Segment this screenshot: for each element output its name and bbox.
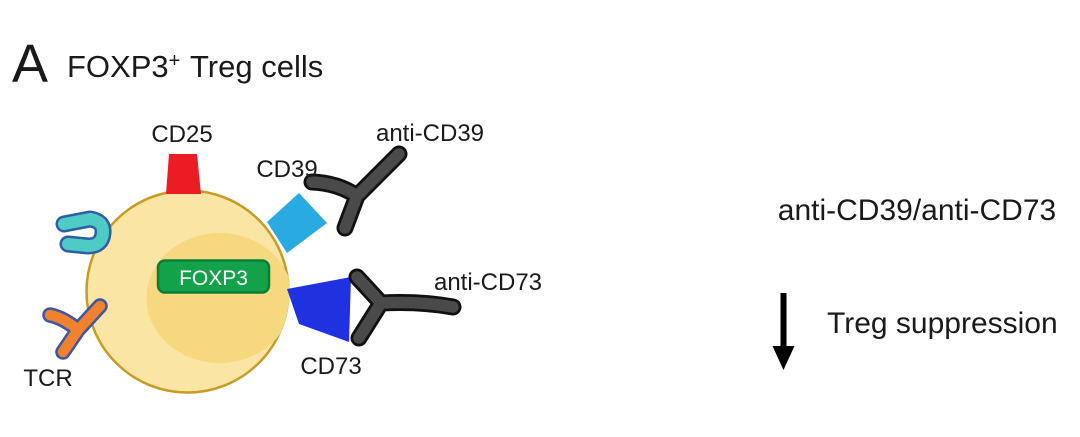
- cd25-label: CD25: [151, 121, 212, 148]
- anti-cd73-antibody: [348, 268, 462, 347]
- foxp3-label: FOXP3: [179, 267, 248, 290]
- foxp3-box: [156, 259, 271, 294]
- tcr-receptor: [42, 298, 108, 360]
- teal-receptor: [55, 210, 112, 255]
- anti-cd39-label: anti-CD39: [376, 120, 484, 147]
- figure-title: FOXP3+ Treg cells: [67, 49, 323, 84]
- cd73-marker: [287, 277, 351, 342]
- panel-label: A: [12, 34, 48, 94]
- anti-cd39-antibody: [303, 145, 408, 237]
- figure-title-rest: Treg cells: [190, 49, 323, 84]
- cd39-marker: [267, 193, 327, 253]
- cd25-marker: [166, 154, 201, 194]
- down-arrow-icon: [772, 293, 795, 370]
- anti-cd73-label: anti-CD73: [434, 269, 542, 296]
- outcome-text: Treg suppression: [827, 307, 1058, 340]
- figure-title-main: FOXP3: [67, 49, 169, 84]
- cell-nucleus: [146, 233, 290, 363]
- cd39-label: CD39: [256, 156, 317, 183]
- figure-title-sup: +: [169, 50, 181, 72]
- tcr-label: TCR: [23, 365, 72, 392]
- treatment-text: anti-CD39/anti-CD73: [778, 194, 1056, 227]
- cd73-label: CD73: [300, 353, 361, 380]
